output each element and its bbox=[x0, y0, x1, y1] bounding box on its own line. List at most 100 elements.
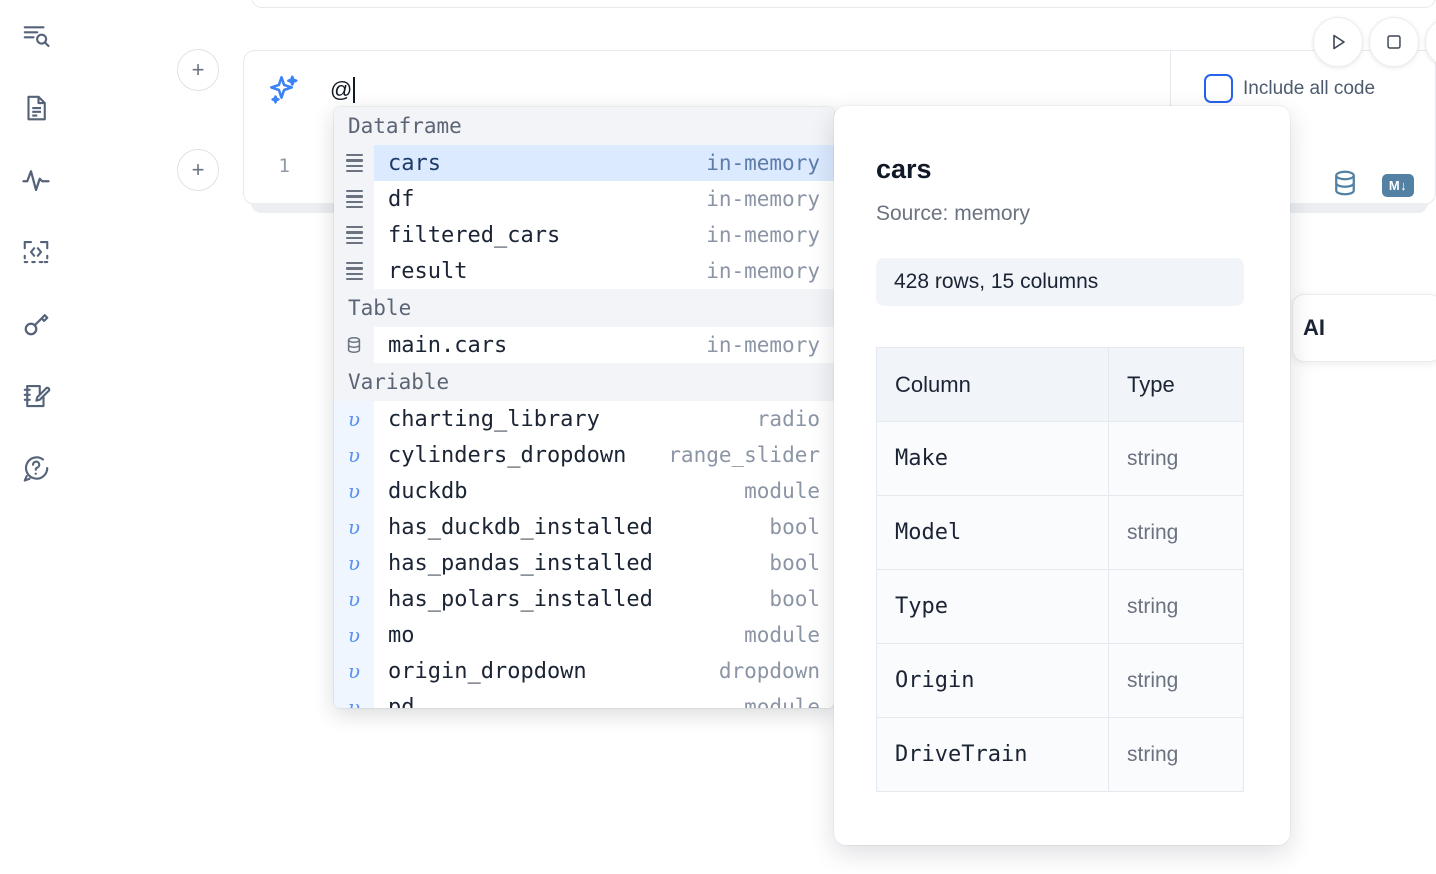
autocomplete-item[interactable]: cars in-memory bbox=[334, 145, 834, 181]
autocomplete-item[interactable]: filtered_cars in-memory bbox=[334, 217, 834, 253]
column-name-cell: Make bbox=[876, 421, 1109, 496]
variable-icon: υ bbox=[334, 617, 374, 653]
autocomplete-item-type: in-memory bbox=[706, 187, 820, 211]
autocomplete-item-type: module bbox=[744, 479, 820, 503]
autocomplete-item[interactable]: υ has_pandas_installed bool bbox=[334, 545, 834, 581]
add-cell-button-bottom[interactable]: + bbox=[177, 149, 219, 191]
column-type-cell: string bbox=[1108, 495, 1244, 570]
column-name-cell: Model bbox=[876, 495, 1109, 570]
autocomplete-item-name: filtered_cars bbox=[388, 222, 561, 248]
dataframe-icon bbox=[334, 217, 374, 253]
include-all-code-toggle[interactable]: Include all code bbox=[1204, 74, 1375, 103]
autocomplete-item-type: module bbox=[744, 623, 820, 647]
dataframe-icon bbox=[345, 153, 363, 173]
variable-icon: υ bbox=[334, 545, 374, 581]
autocomplete-item-type: bool bbox=[769, 551, 820, 575]
autocomplete-item-name: result bbox=[388, 258, 468, 284]
activity-pulse-icon[interactable] bbox=[14, 158, 58, 202]
autocomplete-item-type: module bbox=[744, 695, 820, 708]
column-name-cell: Type bbox=[876, 569, 1109, 644]
column-type-cell: string bbox=[1108, 643, 1244, 718]
explore-search-icon[interactable] bbox=[14, 14, 58, 58]
autocomplete-item-name: mo bbox=[388, 622, 415, 648]
details-table-header-cell: Type bbox=[1108, 347, 1244, 422]
details-title: cars bbox=[876, 154, 932, 184]
previous-cell-stub bbox=[251, 0, 1436, 8]
dataframe-icon bbox=[334, 145, 374, 181]
autocomplete-group-header: Dataframe bbox=[334, 107, 834, 145]
secrets-key-icon[interactable] bbox=[14, 302, 58, 346]
autocomplete-item-name: main.cars bbox=[388, 332, 508, 358]
sparkles-icon bbox=[265, 72, 301, 108]
markdown-label: M bbox=[1388, 178, 1401, 193]
toolbar-divider bbox=[1170, 50, 1171, 129]
details-table-header-cell: Column bbox=[876, 347, 1109, 422]
autocomplete-item-name: has_pandas_installed bbox=[388, 550, 653, 576]
autocomplete-item-name: df bbox=[388, 186, 415, 212]
variable-icon: υ bbox=[334, 653, 374, 689]
dataframe-icon bbox=[334, 253, 374, 289]
dataframe-icon bbox=[345, 261, 363, 281]
code-snippets-icon[interactable] bbox=[14, 230, 58, 274]
autocomplete-item-name: has_polars_installed bbox=[388, 586, 653, 612]
autocomplete-item-type: dropdown bbox=[718, 659, 820, 683]
variable-icon: υ bbox=[334, 437, 374, 473]
database-icon[interactable] bbox=[1330, 168, 1360, 203]
autocomplete-item-name: duckdb bbox=[388, 478, 468, 504]
column-type-cell: string bbox=[1108, 421, 1244, 496]
autocomplete-item-type: in-memory bbox=[706, 259, 820, 283]
run-button[interactable] bbox=[1313, 17, 1363, 67]
dataframe-icon bbox=[334, 181, 374, 217]
variable-icon: υ bbox=[334, 581, 374, 617]
stop-square-icon bbox=[1387, 35, 1401, 49]
dataframe-details-panel: cars Source: memory 428 rows, 15 columns… bbox=[834, 106, 1290, 845]
add-cell-button-top[interactable]: + bbox=[177, 49, 219, 91]
dataframe-icon bbox=[345, 225, 363, 245]
autocomplete-item-name: origin_dropdown bbox=[388, 658, 587, 684]
autocomplete-item-type: radio bbox=[756, 407, 820, 431]
autocomplete-group-header: Table bbox=[334, 289, 834, 327]
autocomplete-item-name: cylinders_dropdown bbox=[388, 442, 627, 468]
file-document-icon[interactable] bbox=[14, 86, 58, 130]
autocomplete-item-name: cars bbox=[388, 150, 441, 176]
markdown-icon[interactable]: M↓ bbox=[1382, 174, 1414, 197]
table-database-icon bbox=[334, 327, 374, 363]
ai-prompt-input[interactable]: @ bbox=[330, 72, 356, 108]
ai-action-chip[interactable]: AI bbox=[1292, 294, 1436, 362]
include-all-code-checkbox[interactable] bbox=[1204, 74, 1233, 103]
details-source: Source: memory bbox=[876, 202, 1031, 225]
autocomplete-item-type: in-memory bbox=[706, 223, 820, 247]
autocomplete-item-type: bool bbox=[769, 515, 820, 539]
column-type-cell: string bbox=[1108, 717, 1244, 792]
variable-icon: υ bbox=[334, 473, 374, 509]
autocomplete-item[interactable]: df in-memory bbox=[334, 181, 834, 217]
stop-button[interactable] bbox=[1369, 17, 1419, 67]
autocomplete-item-name: pd bbox=[388, 694, 415, 709]
autocomplete-item-name: charting_library bbox=[388, 406, 600, 432]
autocomplete-item-type: in-memory bbox=[706, 151, 820, 175]
ai-prompt-value: @ bbox=[330, 77, 353, 102]
column-name-cell: DriveTrain bbox=[876, 717, 1109, 792]
help-chat-icon[interactable] bbox=[14, 446, 58, 490]
cell-action-icons: M↓ bbox=[1330, 168, 1414, 203]
details-shape-badge: 428 rows, 15 columns bbox=[876, 258, 1244, 306]
autocomplete-group-header: Variable bbox=[334, 363, 834, 401]
scratchpad-edit-icon[interactable] bbox=[14, 374, 58, 418]
autocomplete-item[interactable]: result in-memory bbox=[334, 253, 834, 289]
autocomplete-item[interactable]: υ origin_dropdown dropdown bbox=[334, 653, 834, 689]
table-database-icon bbox=[347, 336, 361, 354]
